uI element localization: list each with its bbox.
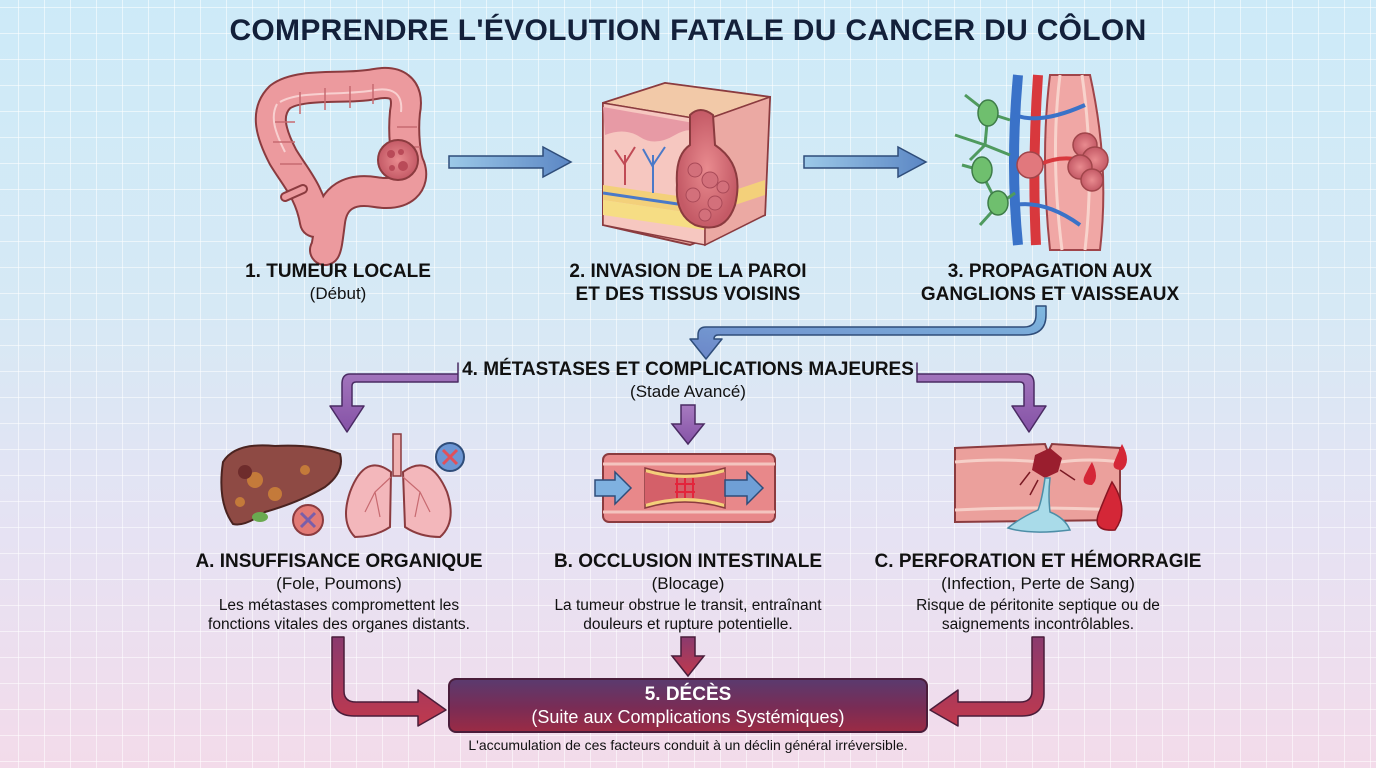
metastases-label: 4. MÉTASTASES ET COMPLICATIONS MAJEURES … — [448, 358, 928, 402]
complication-a-desc-line1: Les métastases compromettent les — [218, 597, 460, 614]
tissue-invasion-block-icon — [602, 81, 772, 247]
death-box: 5. DÉCÈS (Suite aux Complications Systém… — [448, 678, 928, 733]
death-subtitle: (Suite aux Complications Systémiques) — [531, 707, 845, 727]
complication-c-desc-line2: saignements incontrôlables. — [941, 616, 1135, 633]
colon-with-tumor-icon — [254, 67, 428, 266]
complication-c-subtitle: (Infection, Perte de Sang) — [941, 574, 1135, 593]
stage-1-subtitle: (Début) — [309, 284, 367, 303]
complication-c-heading: C. PERFORATION ET HÉMORRAGIE — [874, 551, 1202, 572]
complication-a-desc-line2: fonctions vitales des organes distants. — [208, 616, 470, 633]
arrow-metastases-to-organ-failure — [329, 362, 459, 433]
arrow-perforation-to-death — [929, 636, 1045, 727]
stage-3-heading-line2: GANGLIONS ET VAISSEAUX — [920, 284, 1180, 305]
complication-c-label: C. PERFORATION ET HÉMORRAGIE (Infection,… — [868, 550, 1208, 634]
stage-3-heading-line1: 3. PROPAGATION AUX — [947, 261, 1153, 282]
arrow-stage1-to-2 — [448, 145, 573, 179]
page-title: COMPRENDRE L'ÉVOLUTION FATALE DU CANCER … — [229, 14, 1147, 47]
liver-lungs-failure-icon — [220, 433, 465, 539]
arrow-metastases-to-occlusion — [670, 404, 706, 446]
death-footnote: L'accumulation de ces facteurs conduit à… — [468, 737, 908, 753]
stage-1-label: 1. TUMEUR LOCALE (Début) — [218, 260, 458, 304]
death-heading: 5. DÉCÈS — [644, 684, 732, 705]
arrow-occlusion-to-death — [670, 636, 706, 678]
stage-1-heading: 1. TUMEUR LOCALE — [245, 261, 431, 282]
arrow-stage3-to-4 — [689, 305, 1047, 360]
metastases-subtitle: (Stade Avancé) — [630, 382, 746, 401]
complication-a-heading: A. INSUFFISANCE ORGANIQUE — [195, 551, 483, 572]
metastases-heading: 4. MÉTASTASES ET COMPLICATIONS MAJEURES — [462, 359, 914, 380]
arrow-organ-failure-to-death — [331, 636, 447, 727]
complication-b-label: B. OCCLUSION INTESTINALE (Blocage) La tu… — [528, 550, 848, 634]
stage-2-label: 2. INVASION DE LA PAROI ET DES TISSUS VO… — [538, 260, 838, 306]
complication-a-label: A. INSUFFISANCE ORGANIQUE (Fole, Poumons… — [178, 550, 500, 634]
complication-b-subtitle: (Blocage) — [651, 574, 725, 593]
stage-2-heading-line1: 2. INVASION DE LA PAROI — [569, 261, 807, 282]
stage-2-heading-line2: ET DES TISSUS VOISINS — [575, 284, 801, 305]
complication-b-desc-line2: douleurs et rupture potentielle. — [583, 616, 793, 633]
complication-a-subtitle: (Fole, Poumons) — [276, 574, 402, 593]
complication-c-desc-line1: Risque de péritonite septique ou de — [916, 597, 1160, 614]
intestinal-blockage-icon — [594, 453, 776, 523]
stage-3-label: 3. PROPAGATION AUX GANGLIONS ET VAISSEAU… — [900, 260, 1200, 306]
complication-b-heading: B. OCCLUSION INTESTINALE — [553, 551, 823, 572]
arrow-stage2-to-3 — [803, 145, 928, 179]
perforation-bleeding-icon — [954, 442, 1127, 533]
lymph-nodes-vessels-icon — [954, 74, 1109, 251]
complication-b-desc-line1: La tumeur obstrue le transit, entraînant — [554, 597, 822, 614]
arrow-metastases-to-perforation — [916, 362, 1047, 433]
